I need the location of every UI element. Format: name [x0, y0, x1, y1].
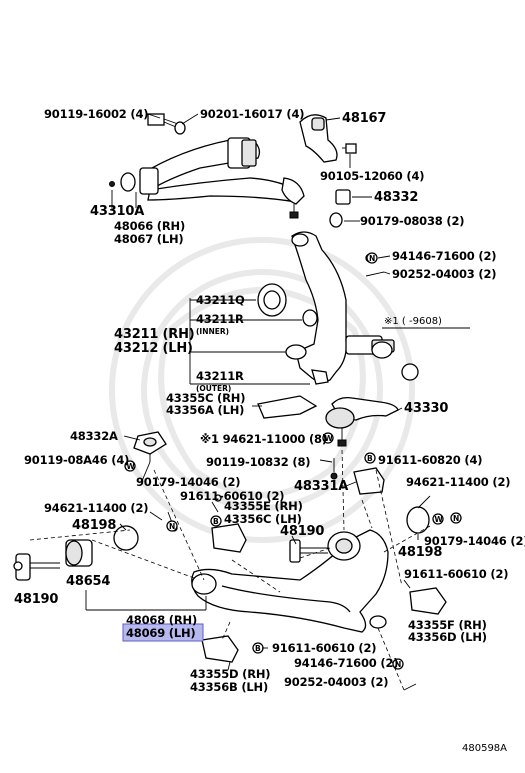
- bumper-48332: [329, 189, 351, 228]
- part-label-90179-08038[interactable]: 90179-08038 (2): [360, 214, 465, 228]
- part-label-90201-16017[interactable]: 90201-16017 (4): [200, 107, 305, 121]
- nut-marker: N: [392, 658, 404, 670]
- part-label-43355F[interactable]: 43355F (RH): [408, 618, 487, 632]
- bolt-marker: B: [364, 452, 376, 464]
- part-label-48190-mid[interactable]: 48190: [280, 524, 325, 539]
- part-label-43356D[interactable]: 43356D (LH): [408, 630, 487, 644]
- part-label-43211R-outer[interactable]: 43211R: [196, 369, 244, 383]
- part-label-48068[interactable]: 48068 (RH): [126, 613, 197, 627]
- svg-text:N: N: [369, 254, 375, 263]
- svg-text:B: B: [255, 644, 261, 653]
- svg-text:N: N: [169, 522, 175, 531]
- part-label-48067[interactable]: 48067 (LH): [114, 232, 184, 246]
- outer-note: (OUTER): [196, 384, 231, 393]
- nut-marker: N: [366, 252, 378, 264]
- bushing-48654: [65, 539, 93, 567]
- part-label-91611-60820[interactable]: 91611-60820 (4): [378, 453, 483, 467]
- part-label-43212[interactable]: 43212 (LH): [114, 341, 193, 356]
- part-label-94621-11000[interactable]: ※1 94621-11000 (8): [200, 432, 327, 446]
- part-label-90119-16002[interactable]: 90119-16002 (4): [44, 107, 149, 121]
- shield-43355C: [257, 395, 318, 419]
- part-label-48198-right[interactable]: 48198: [398, 545, 443, 560]
- part-label-90252-04003-bottom[interactable]: 90252-04003 (2): [284, 675, 389, 689]
- part-label-90119-10832[interactable]: 90119-10832 (8): [206, 455, 311, 469]
- bolt-marker: B: [252, 642, 264, 654]
- part-label-91611-60610-top[interactable]: 91611-60610 (2): [180, 489, 285, 503]
- bracket-48167: [299, 114, 357, 163]
- upper-control-arm: [109, 137, 305, 219]
- part-label-48167[interactable]: 48167: [342, 111, 387, 126]
- shield-43355D: [201, 635, 239, 663]
- steering-knuckle: [285, 231, 419, 385]
- part-label-43355E[interactable]: 43355E (RH): [224, 499, 303, 513]
- marker-symbols: N W W W N N B B: [13, 252, 462, 670]
- washer-marker: W: [124, 460, 136, 472]
- nut-marker: N: [450, 512, 462, 524]
- part-label-43211[interactable]: 43211 (RH): [114, 327, 195, 342]
- part-label-43211R-inner[interactable]: 43211R: [196, 312, 244, 326]
- washer-marker: W: [322, 432, 334, 444]
- part-label-90252-04003-top[interactable]: 90252-04003 (2): [392, 267, 497, 281]
- part-label-48069[interactable]: 48069 (LH): [126, 626, 196, 640]
- part-label-43211Q[interactable]: 43211Q: [196, 293, 245, 307]
- inner-note: (INNER): [196, 327, 229, 336]
- svg-text:W: W: [325, 434, 334, 443]
- part-label-43355C[interactable]: 43355C (RH): [166, 391, 245, 405]
- part-label-43356A[interactable]: 43356A (LH): [166, 403, 244, 417]
- part-label-90119-08A46[interactable]: 90119-08A46 (4): [24, 453, 129, 467]
- nut-marker: N: [166, 520, 178, 532]
- shield-43355E: [211, 523, 247, 553]
- part-label-48332[interactable]: 48332: [374, 190, 418, 205]
- bearing-43211Q: [257, 283, 287, 317]
- part-label-90179-14046-left[interactable]: 90179-14046 (2): [136, 475, 241, 489]
- lower-control-arm: [191, 529, 389, 633]
- svg-text:B: B: [367, 454, 373, 463]
- svg-text:B: B: [213, 517, 219, 526]
- part-label-90179-14046-right[interactable]: 90179-14046 (2): [424, 534, 525, 548]
- part-label-48654[interactable]: 48654: [66, 574, 111, 589]
- part-label-48066[interactable]: 48066 (RH): [114, 219, 185, 233]
- svg-text:W: W: [435, 515, 444, 524]
- washer-marker: W: [432, 513, 444, 525]
- part-label-48331A[interactable]: 48331A: [294, 479, 348, 494]
- bumper-48331A: [353, 467, 385, 495]
- part-label-94621-11400-left[interactable]: 94621-11400 (2): [44, 501, 149, 515]
- part-label-94621-11400-right[interactable]: 94621-11400 (2): [406, 475, 511, 489]
- part-label-91611-60610-bottom[interactable]: 91611-60610 (2): [272, 641, 377, 655]
- washer-48198-right: [406, 506, 430, 534]
- washer-48198-left: [113, 525, 139, 551]
- part-labels: 90119-16002 (4) 90201-16017 (4) 48167 90…: [14, 107, 525, 754]
- svg-text:N: N: [395, 660, 401, 669]
- part-label-43356C[interactable]: 43356C (LH): [224, 512, 302, 526]
- part-label-43355D[interactable]: 43355D (RH): [190, 667, 271, 681]
- assembly-lines: [29, 449, 431, 691]
- watermark: [109, 237, 415, 543]
- part-label-48190-left[interactable]: 48190: [14, 592, 59, 607]
- bolt-48190-left: [15, 553, 60, 581]
- svg-text:N: N: [453, 514, 459, 523]
- seal-43211R-inner: [302, 309, 318, 327]
- shield-43355F: [409, 587, 447, 615]
- part-label-90105-12060[interactable]: 90105-12060 (4): [320, 169, 425, 183]
- selected-part-highlight: [122, 623, 204, 642]
- part-label-43330[interactable]: 43330: [404, 401, 449, 416]
- ball-joint-43330: [325, 396, 399, 447]
- footnote-range: ※1 ( -9608): [384, 316, 442, 327]
- bolt-marker: B: [210, 515, 222, 527]
- nut-marker: [13, 561, 23, 571]
- bumper-48332A: [133, 431, 167, 462]
- upper-arm-bolt: [147, 113, 186, 135]
- part-label-94146-71600-top[interactable]: 94146-71600 (2): [392, 249, 497, 263]
- diagram-code: 480598A: [462, 743, 507, 754]
- part-label-94146-71600-bottom[interactable]: 94146-71600 (2): [294, 656, 399, 670]
- leader-lines: [85, 113, 470, 671]
- svg-text:W: W: [127, 462, 136, 471]
- part-label-43310A[interactable]: 43310A: [90, 204, 144, 219]
- part-label-43356B[interactable]: 43356B (LH): [190, 680, 268, 694]
- part-label-48332A[interactable]: 48332A: [70, 429, 118, 443]
- part-label-48198-left[interactable]: 48198: [72, 518, 117, 533]
- part-label-91611-60610-right[interactable]: 91611-60610 (2): [404, 567, 509, 581]
